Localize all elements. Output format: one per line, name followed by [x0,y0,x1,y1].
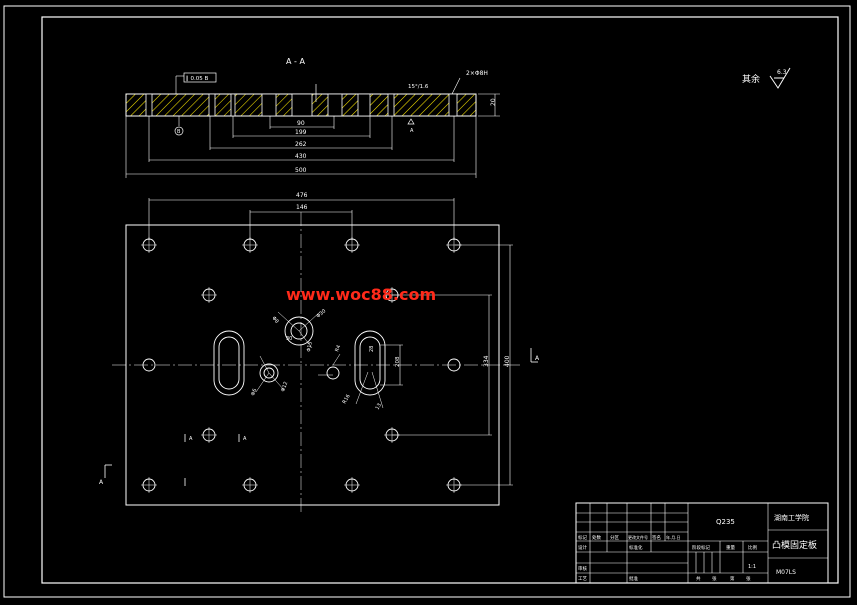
cut-mark-a: A [243,436,247,442]
svg-text:Φ6: Φ6 [250,388,258,397]
material: Q235 [716,518,735,526]
svg-text:Φ15: Φ15 [306,341,314,352]
datum-b-marker [174,126,184,136]
svg-text:张: 张 [746,575,751,582]
svg-text:张: 张 [712,575,717,582]
svg-text:标准化: 标准化 [629,544,643,551]
svg-text:28: 28 [369,346,375,352]
angle-note: 15°/1.6 [408,84,429,90]
svg-text:400: 400 [504,355,511,367]
drawing-title: 凸模固定板 [772,539,817,551]
scale: 1:1 [748,564,756,570]
svg-text:更改文件号: 更改文件号 [628,534,648,540]
cut-mark-a: A [99,479,104,486]
hole-note: 2×Φ8H [466,70,488,77]
dim-top-outer: 476 [296,192,308,199]
school-name: 湖南工学院 [774,513,809,522]
surface-finish-value: 6.3 [777,69,787,76]
svg-text:Φ12: Φ12 [280,381,289,393]
datum-a-icon [407,118,415,125]
svg-text:比例: 比例 [748,544,757,551]
svg-text:签名: 签名 [652,534,661,541]
svg-text:工艺: 工艺 [578,576,587,582]
svg-text:分区: 分区 [610,534,619,541]
svg-text:30: 30 [286,336,292,342]
svg-text:Φ30: Φ30 [315,308,327,319]
section-dimensions [125,116,477,178]
svg-text:90: 90 [297,120,305,127]
svg-text:R16: R16 [342,393,352,405]
svg-text:262: 262 [295,141,307,148]
dim-top-inner: 146 [296,204,308,211]
title-block: Q235 湖南工学院 凸模固定板 M07LS 1:1 标记 处数 分区 更改文件… [575,502,829,584]
inner-frame [41,16,839,584]
surface-finish-icon [769,67,791,89]
svg-text:年.月.日: 年.月.日 [666,534,681,540]
svg-text:审核: 审核 [578,565,587,572]
svg-text:∥ 0.05 B: ∥ 0.05 B [186,75,208,82]
svg-text:R4: R4 [334,344,342,352]
punch-slots [213,330,386,396]
svg-text:430: 430 [295,153,307,160]
cut-mark-a: A [535,355,540,362]
svg-text:处数: 处数 [592,534,601,541]
svg-text:标记: 标记 [578,534,587,541]
watermark: www.woc88.com [286,285,436,304]
drawing-code: M07LS [776,569,796,576]
svg-text:334: 334 [483,355,490,367]
section-view: 20 ∥ 0.05 B B 15°/1.6 2×Φ8H A [125,70,500,178]
outer-frame [3,5,851,598]
svg-text:13: 13 [375,402,383,411]
section-label: A - A [286,57,305,66]
tolerance-frame [183,72,217,83]
svg-text:阶段标记: 阶段标记 [692,544,710,551]
svg-text:Φ8: Φ8 [270,315,279,324]
thickness-dim: 20 [490,98,497,106]
cut-mark-a: A [189,436,193,442]
svg-text:第: 第 [730,575,735,582]
plan-view: 476 146 208 334 400 [99,192,540,515]
surface-finish-label: 其余 [742,73,760,85]
svg-text:共: 共 [696,575,701,582]
svg-text:199: 199 [295,129,307,136]
svg-text:208: 208 [395,356,401,367]
svg-text:设计: 设计 [578,544,587,551]
svg-text:批准: 批准 [629,575,638,582]
svg-text:重量: 重量 [726,544,735,551]
svg-text:500: 500 [295,167,307,174]
svg-text:B: B [177,129,181,135]
svg-text:A: A [410,128,414,134]
